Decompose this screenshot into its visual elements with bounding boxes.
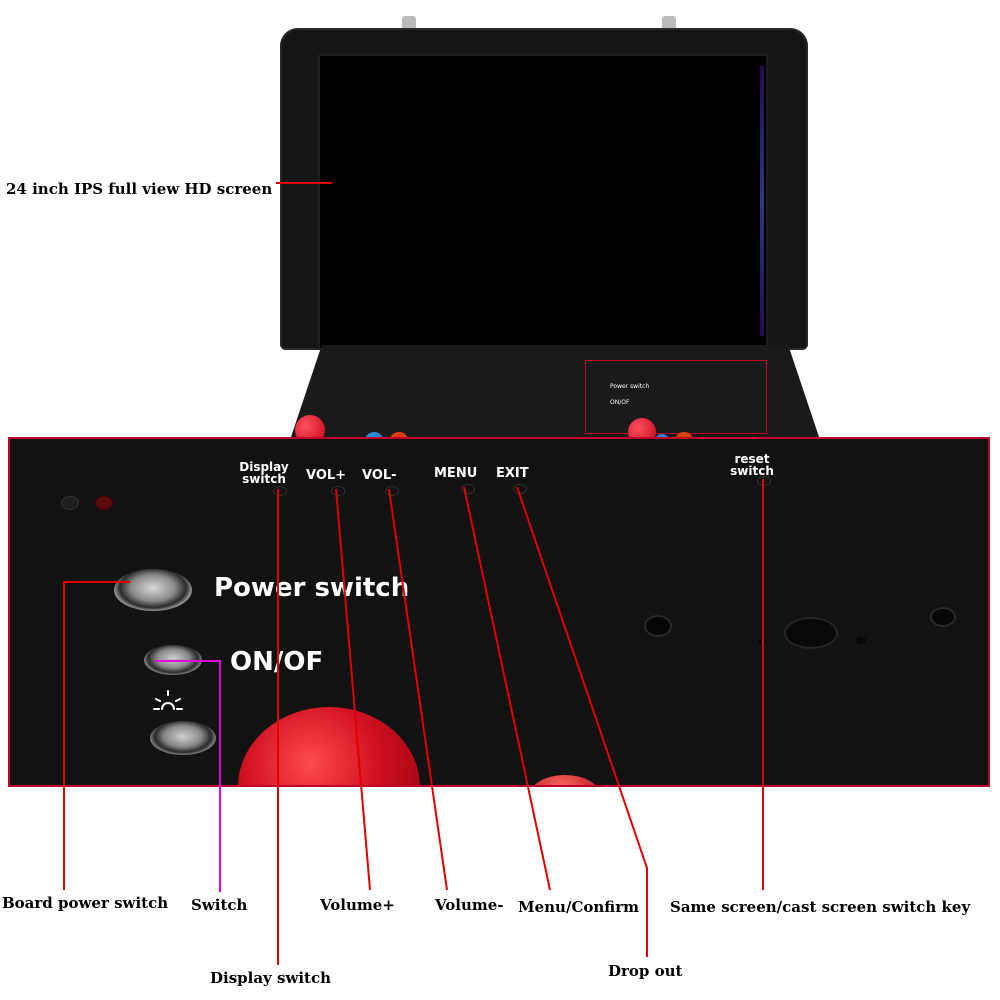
callout-drop-out: Drop out: [608, 962, 683, 980]
led-indicator-red: [96, 497, 112, 509]
hinge-left: [402, 16, 416, 30]
panel-label-display-switch: Display switch: [239, 460, 289, 486]
light-button[interactable]: [150, 721, 216, 755]
screw-hole-2: [786, 619, 836, 647]
display-switch-button[interactable]: [274, 487, 286, 495]
menu-button[interactable]: [462, 485, 474, 493]
photo-on-of-text: ON/OF: [610, 399, 630, 406]
top-panel-zoom-box: [585, 360, 767, 434]
panel-label-vol-plus: VOL+: [306, 468, 347, 483]
power-switch-label: Power switch: [214, 573, 410, 603]
panel-label-menu: MENU: [434, 466, 478, 481]
panel-label-reset-switch: reset switch: [730, 452, 774, 478]
callout-same-screen: Same screen/cast screen switch key: [670, 898, 971, 916]
hinge-right: [662, 16, 676, 30]
joystick-ball-partial: [530, 775, 600, 785]
light-bulb-icon: [150, 689, 186, 719]
on-off-label: ON/OF: [230, 647, 324, 677]
power-switch-button[interactable]: [114, 569, 192, 611]
vol-plus-button[interactable]: [332, 487, 344, 495]
callout-volume-minus: Volume-: [435, 896, 504, 914]
screw-hole-3: [932, 609, 954, 625]
screen-edge-glow: [760, 66, 764, 336]
callout-volume-plus: Volume+: [320, 896, 395, 914]
panel-label-exit: EXIT: [496, 466, 529, 481]
exit-button[interactable]: [514, 485, 526, 493]
screw-hole-small-2: [856, 637, 866, 644]
zoomed-control-panel: Display switch VOL+ VOL- MENU EXIT reset…: [8, 437, 990, 787]
callout-board-power-switch: Board power switch: [2, 894, 169, 912]
photo-power-switch-text: Power switch: [610, 383, 650, 390]
callout-switch: Switch: [191, 896, 248, 914]
callout-menu-confirm: Menu/Confirm: [518, 898, 639, 916]
arcade-cabinet-photo: Power switch ON/OF: [270, 10, 820, 448]
callout-screen: 24 inch IPS full view HD screen: [6, 180, 273, 198]
screw-hole-1: [646, 617, 670, 635]
callout-display-switch: Display switch: [210, 969, 332, 987]
panel-label-vol-minus: VOL-: [362, 468, 397, 483]
led-indicator-dark: [62, 497, 78, 509]
vol-minus-button[interactable]: [386, 487, 398, 495]
